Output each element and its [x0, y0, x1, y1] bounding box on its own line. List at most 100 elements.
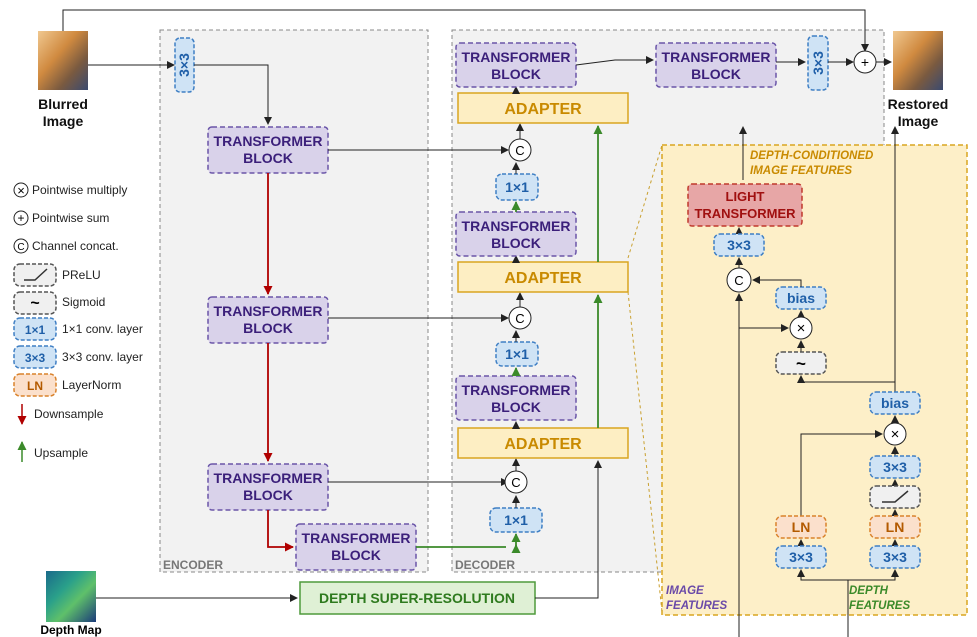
svg-text:TRANSFORMER: TRANSFORMER	[214, 470, 323, 486]
svg-text:3×3: 3×3	[883, 459, 907, 475]
svg-text:bias: bias	[787, 290, 815, 306]
decoder-conv3x3	[807, 35, 829, 91]
svg-text:ADAPTER: ADAPTER	[504, 101, 582, 118]
decoder-transformer-final: TRANSFORMER BLOCK	[655, 42, 777, 88]
depth-conditioned-label-1: DEPTH-CONDITIONED	[750, 150, 873, 162]
decoder-transformer-3: TRANSFORMER BLOCK	[455, 375, 577, 421]
adapter-prelu	[869, 485, 921, 509]
adapter-conv3x3-top: 3×3	[713, 233, 765, 257]
depth-features-label-2: FEATURES	[849, 600, 910, 612]
blurred-image	[38, 31, 88, 90]
decoder-conv1x1-mid: 1×1	[495, 341, 539, 367]
encoder-conv3x3-label: 3×3	[176, 53, 192, 77]
svg-text:3×3: 3×3	[883, 549, 907, 565]
image-features-label-2: FEATURES	[666, 600, 727, 612]
svg-text:3×3: 3×3	[810, 51, 826, 75]
encoder-transformer-2: TRANSFORMER BLOCK	[207, 296, 329, 344]
decoder-transformer-2: TRANSFORMER BLOCK	[455, 211, 577, 257]
svg-text:TRANSFORMER: TRANSFORMER	[462, 382, 571, 398]
svg-text:C: C	[515, 143, 524, 158]
legend-sum: Pointwise sum	[32, 211, 109, 225]
svg-text:C: C	[734, 273, 743, 288]
depth-conditioned-label-2: IMAGE FEATURES	[750, 165, 852, 177]
legend-multiply: Pointwise multiply	[32, 183, 127, 197]
svg-text:+: +	[17, 211, 24, 225]
svg-text:TRANSFORMER: TRANSFORMER	[302, 530, 411, 546]
legend-concat: Channel concat.	[32, 239, 119, 253]
svg-text:3×3: 3×3	[789, 549, 813, 565]
decoder-adapter-bottom: ADAPTER	[457, 427, 629, 459]
depth-map-image	[46, 571, 96, 622]
svg-text:~: ~	[796, 354, 806, 373]
adapter-bias-top: bias	[775, 286, 827, 310]
light-transformer: LIGHT TRANSFORMER	[687, 183, 803, 227]
adapter-multiply-top	[789, 316, 813, 340]
adapter-sigmoid: ~	[775, 351, 827, 375]
legend-conv1: 1×1 conv. layer	[62, 322, 143, 336]
legend-ln: LayerNorm	[62, 378, 121, 392]
depth-features-label-1: DEPTH	[849, 585, 889, 597]
adapter-ln-right: LN	[869, 515, 921, 539]
decoder-transformer-1: TRANSFORMER BLOCK	[455, 42, 577, 88]
svg-text:1×1: 1×1	[505, 179, 529, 195]
encoder-label: ENCODER	[163, 558, 223, 572]
svg-text:TRANSFORMER: TRANSFORMER	[462, 218, 571, 234]
svg-text:TRANSFORMER: TRANSFORMER	[462, 49, 571, 65]
restored-label-1: Restored	[888, 96, 949, 112]
adapter-concat-node	[726, 267, 752, 293]
svg-text:1×1: 1×1	[504, 512, 528, 528]
svg-text:×: ×	[17, 183, 25, 198]
svg-text:1×1: 1×1	[505, 346, 529, 362]
svg-text:BLOCK: BLOCK	[243, 150, 293, 166]
svg-text:×: ×	[891, 426, 900, 443]
svg-text:BLOCK: BLOCK	[243, 320, 293, 336]
restored-image	[893, 31, 943, 90]
legend-downsample: Downsample	[34, 407, 104, 421]
svg-text:ADAPTER: ADAPTER	[504, 270, 582, 287]
svg-text:~: ~	[30, 295, 39, 312]
adapter-multiply-bottom	[883, 422, 907, 446]
decoder-label: DECODER	[455, 558, 515, 572]
encoder-transformer-1: TRANSFORMER BLOCK	[207, 126, 329, 174]
svg-text:BLOCK: BLOCK	[331, 547, 381, 563]
encoder-transformer-3: TRANSFORMER BLOCK	[207, 463, 329, 511]
adapter-conv3x3-bottom-left: 3×3	[775, 545, 827, 569]
legend-sigmoid: Sigmoid	[62, 295, 105, 309]
svg-text:LIGHT: LIGHT	[726, 189, 765, 204]
svg-text:C: C	[17, 242, 24, 253]
svg-text:BLOCK: BLOCK	[491, 399, 541, 415]
svg-text:DEPTH SUPER-RESOLUTION: DEPTH SUPER-RESOLUTION	[319, 590, 515, 606]
svg-text:bias: bias	[881, 395, 909, 411]
adapter-conv3x3-right: 3×3	[869, 455, 921, 479]
legend-prelu: PReLU	[62, 268, 101, 282]
legend-upsample: Upsample	[34, 446, 88, 460]
svg-text:1×1: 1×1	[25, 323, 46, 337]
blurred-label-1: Blurred	[38, 96, 88, 112]
image-features-label-1: IMAGE	[666, 585, 704, 597]
svg-text:ADAPTER: ADAPTER	[504, 436, 582, 453]
svg-text:C: C	[515, 311, 524, 326]
restored-label-2: Image	[898, 113, 939, 129]
svg-text:TRANSFORMER: TRANSFORMER	[694, 206, 796, 221]
legend: × Pointwise multiply + Pointwise sum C C…	[13, 182, 143, 462]
svg-text:TRANSFORMER: TRANSFORMER	[214, 133, 323, 149]
decoder-conv1x1-bottom: 1×1	[489, 507, 543, 533]
svg-text:C: C	[511, 475, 520, 490]
adapter-bias-bottom: bias	[869, 391, 921, 415]
svg-text:BLOCK: BLOCK	[491, 66, 541, 82]
svg-text:BLOCK: BLOCK	[243, 487, 293, 503]
svg-text:TRANSFORMER: TRANSFORMER	[662, 49, 771, 65]
adapter-ln-left: LN	[775, 515, 827, 539]
svg-text:×: ×	[797, 320, 806, 337]
svg-text:+: +	[861, 54, 869, 70]
svg-text:LN: LN	[792, 519, 811, 535]
svg-text:LN: LN	[886, 519, 905, 535]
decoder-adapter-top: ADAPTER	[457, 92, 629, 124]
svg-text:TRANSFORMER: TRANSFORMER	[214, 303, 323, 319]
decoder-adapter-mid: ADAPTER	[457, 261, 629, 293]
svg-text:LN: LN	[27, 379, 43, 393]
adapter-conv3x3-bottom-right: 3×3	[869, 545, 921, 569]
svg-text:3×3: 3×3	[727, 237, 751, 253]
svg-text:BLOCK: BLOCK	[491, 235, 541, 251]
